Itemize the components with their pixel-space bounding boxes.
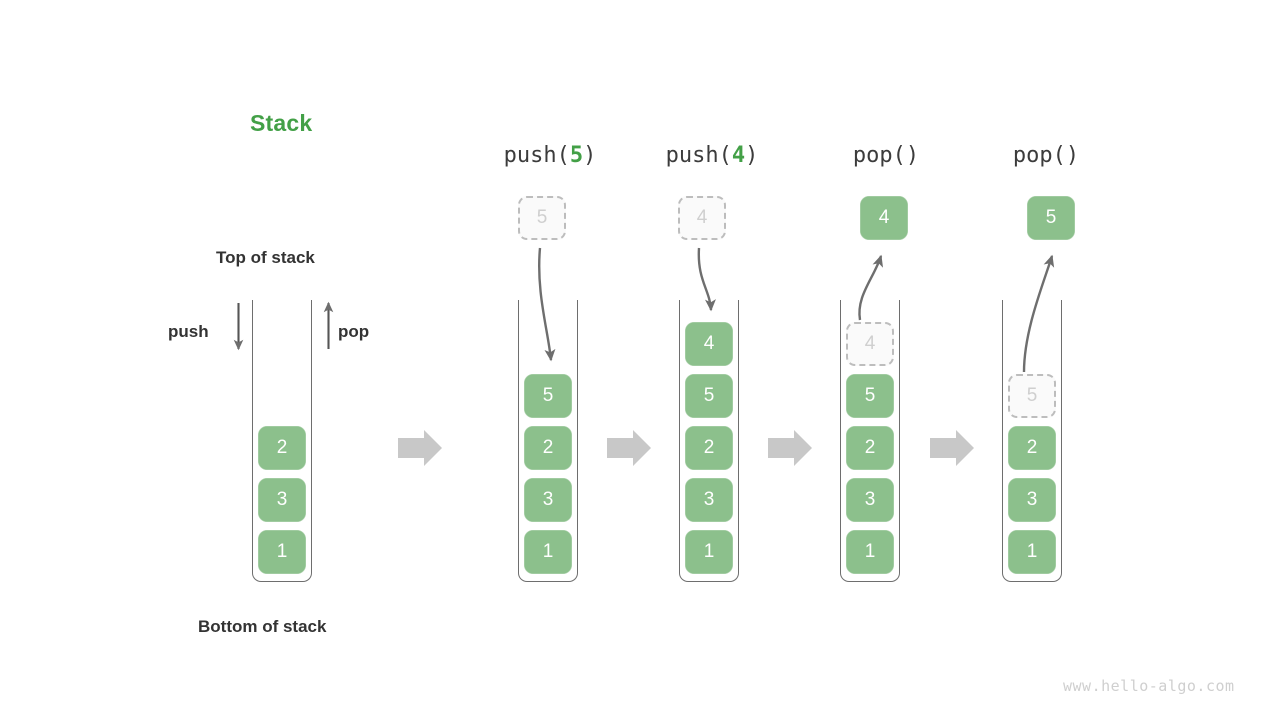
stack-cell: 1	[685, 530, 733, 574]
flow-arrow	[768, 430, 812, 466]
stack-cell: 3	[1008, 478, 1056, 522]
page-title: Stack	[250, 110, 313, 136]
stack-cell: 5	[524, 374, 572, 418]
stack-container	[252, 300, 312, 582]
op-label-push-5: push(5)	[503, 143, 597, 168]
op-label-push-4: push(4)	[665, 143, 759, 168]
motion-arrow-push-4	[697, 247, 716, 312]
stack-cell: 1	[258, 530, 306, 574]
push-label: push	[168, 322, 209, 341]
stack-container	[840, 300, 900, 582]
op-name: push	[665, 143, 719, 168]
stack-cell: 1	[1008, 530, 1056, 574]
motion-arrow-pop-4	[858, 254, 884, 321]
op-name: push	[503, 143, 557, 168]
stack-cell: 1	[846, 530, 894, 574]
bottom-of-stack-label: Bottom of stack	[198, 617, 327, 636]
stack-container	[518, 300, 578, 582]
stack-cell: 2	[524, 426, 572, 470]
stack-cell: 5	[1008, 374, 1056, 418]
floating-cell-ghost: 5	[518, 196, 566, 240]
flow-arrow	[607, 430, 651, 466]
stack-cell: 2	[258, 426, 306, 470]
op-label-pop-5: pop()	[1012, 143, 1080, 168]
stack-cell: 5	[846, 374, 894, 418]
floating-cell-ghost: 4	[678, 196, 726, 240]
pop-label: pop	[338, 322, 370, 341]
motion-arrow-push-5	[538, 247, 556, 362]
stack-cell: 1	[524, 530, 572, 574]
stack-cell: 5	[685, 374, 733, 418]
watermark: www.hello-algo.com	[1063, 677, 1235, 695]
flow-arrow	[398, 430, 442, 466]
stack-cell: 2	[846, 426, 894, 470]
stack-container	[679, 300, 739, 582]
floating-cell-solid: 4	[860, 196, 908, 240]
top-of-stack-label: Top of stack	[216, 248, 315, 267]
stack-cell: 3	[685, 478, 733, 522]
motion-arrow-pop-5	[1022, 254, 1055, 373]
stack-cell: 4	[685, 322, 733, 366]
stack-container	[1002, 300, 1062, 582]
op-arg: 4	[731, 143, 746, 168]
stack-cell: 3	[258, 478, 306, 522]
flow-arrow	[930, 430, 974, 466]
stack-cell: 3	[524, 478, 572, 522]
stack-cell: 2	[1008, 426, 1056, 470]
stack-cell: 4	[846, 322, 894, 366]
op-arg: 5	[569, 143, 584, 168]
op-label-pop-4: pop()	[852, 143, 920, 168]
stack-cell: 3	[846, 478, 894, 522]
stack-cell: 2	[685, 426, 733, 470]
floating-cell-solid: 5	[1027, 196, 1075, 240]
